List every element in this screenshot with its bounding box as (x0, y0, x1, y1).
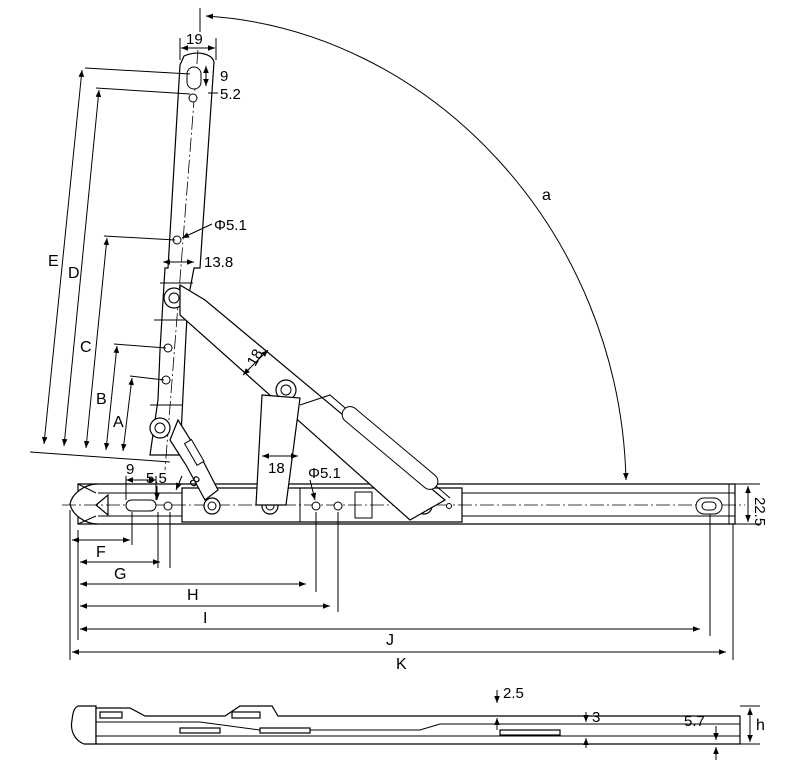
dim-phi-top: Φ5.1 (214, 217, 247, 234)
dim-base-5-5: 5.5 (146, 470, 167, 487)
dimension-lines (29, 8, 760, 660)
dim-side-h: h (756, 717, 765, 734)
dim-22-5: 22.5 (751, 497, 768, 526)
dim-side-2-5: 2.5 (503, 685, 524, 702)
dim-slot-9: 9 (220, 68, 228, 85)
angle-label: a (542, 187, 551, 204)
label-E: E (48, 253, 59, 270)
dim-arm-18: 18 (244, 346, 267, 369)
label-I: I (203, 610, 207, 627)
dim-side-5-7: 5.7 (684, 713, 705, 730)
dim-link-18: 18 (268, 460, 285, 477)
dimension-labels: 19 9 5.2 Φ5.1 13.8 18 18 Φ5.1 9 5.5 8 22… (48, 31, 768, 734)
dim-base-9: 9 (126, 461, 134, 478)
dim-13-8: 13.8 (204, 254, 233, 271)
label-H: H (187, 587, 199, 604)
dim-side-3: 3 (592, 709, 600, 726)
label-F: F (96, 544, 106, 561)
dim-phi-bottom: Φ5.1 (308, 465, 341, 482)
label-B: B (96, 391, 107, 408)
label-A: A (113, 414, 124, 431)
label-C: C (80, 339, 92, 356)
side-view (70, 690, 760, 760)
label-D: D (68, 265, 80, 282)
label-K: K (396, 656, 407, 673)
label-G: G (114, 566, 126, 583)
dim-hole-5-2: 5.2 (220, 86, 241, 103)
label-J: J (386, 632, 394, 649)
dim-19: 19 (186, 31, 203, 48)
